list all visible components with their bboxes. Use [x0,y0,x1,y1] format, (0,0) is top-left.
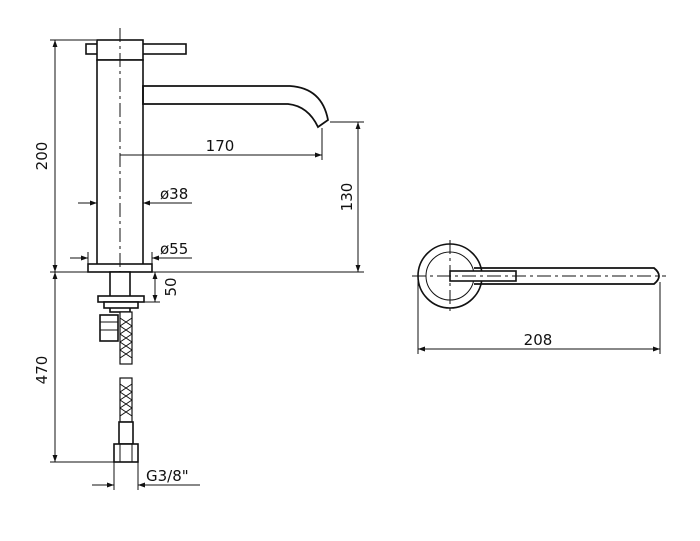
top-spout [474,267,660,285]
dim-thread: G3/8" [146,467,189,485]
dim-body-diameter: ø38 [160,185,188,203]
top-dimensions: 208 [417,276,661,354]
hose-lower [119,377,133,423]
hose-nut [113,443,139,463]
side-view [85,28,329,463]
spout [142,85,329,129]
dim-overall-height: 200 [33,142,51,171]
dim-spout-height: 130 [338,183,356,212]
hose-upper [119,311,133,365]
dim-hose-length: 470 [33,356,51,385]
fixing-plate [97,295,145,303]
dim-spout-reach: 170 [206,137,235,155]
side-dimensions: 200 170 ø38 ø55 130 50 470 G3/8" [33,39,364,490]
hose-ferrule [118,421,134,445]
dim-top-length: 208 [524,331,553,349]
fixing-nut [103,301,139,309]
dim-base-diameter: ø55 [160,240,188,258]
inlet-nut [99,314,119,342]
dim-deck-thickness: 50 [162,277,180,296]
top-view [412,240,666,312]
